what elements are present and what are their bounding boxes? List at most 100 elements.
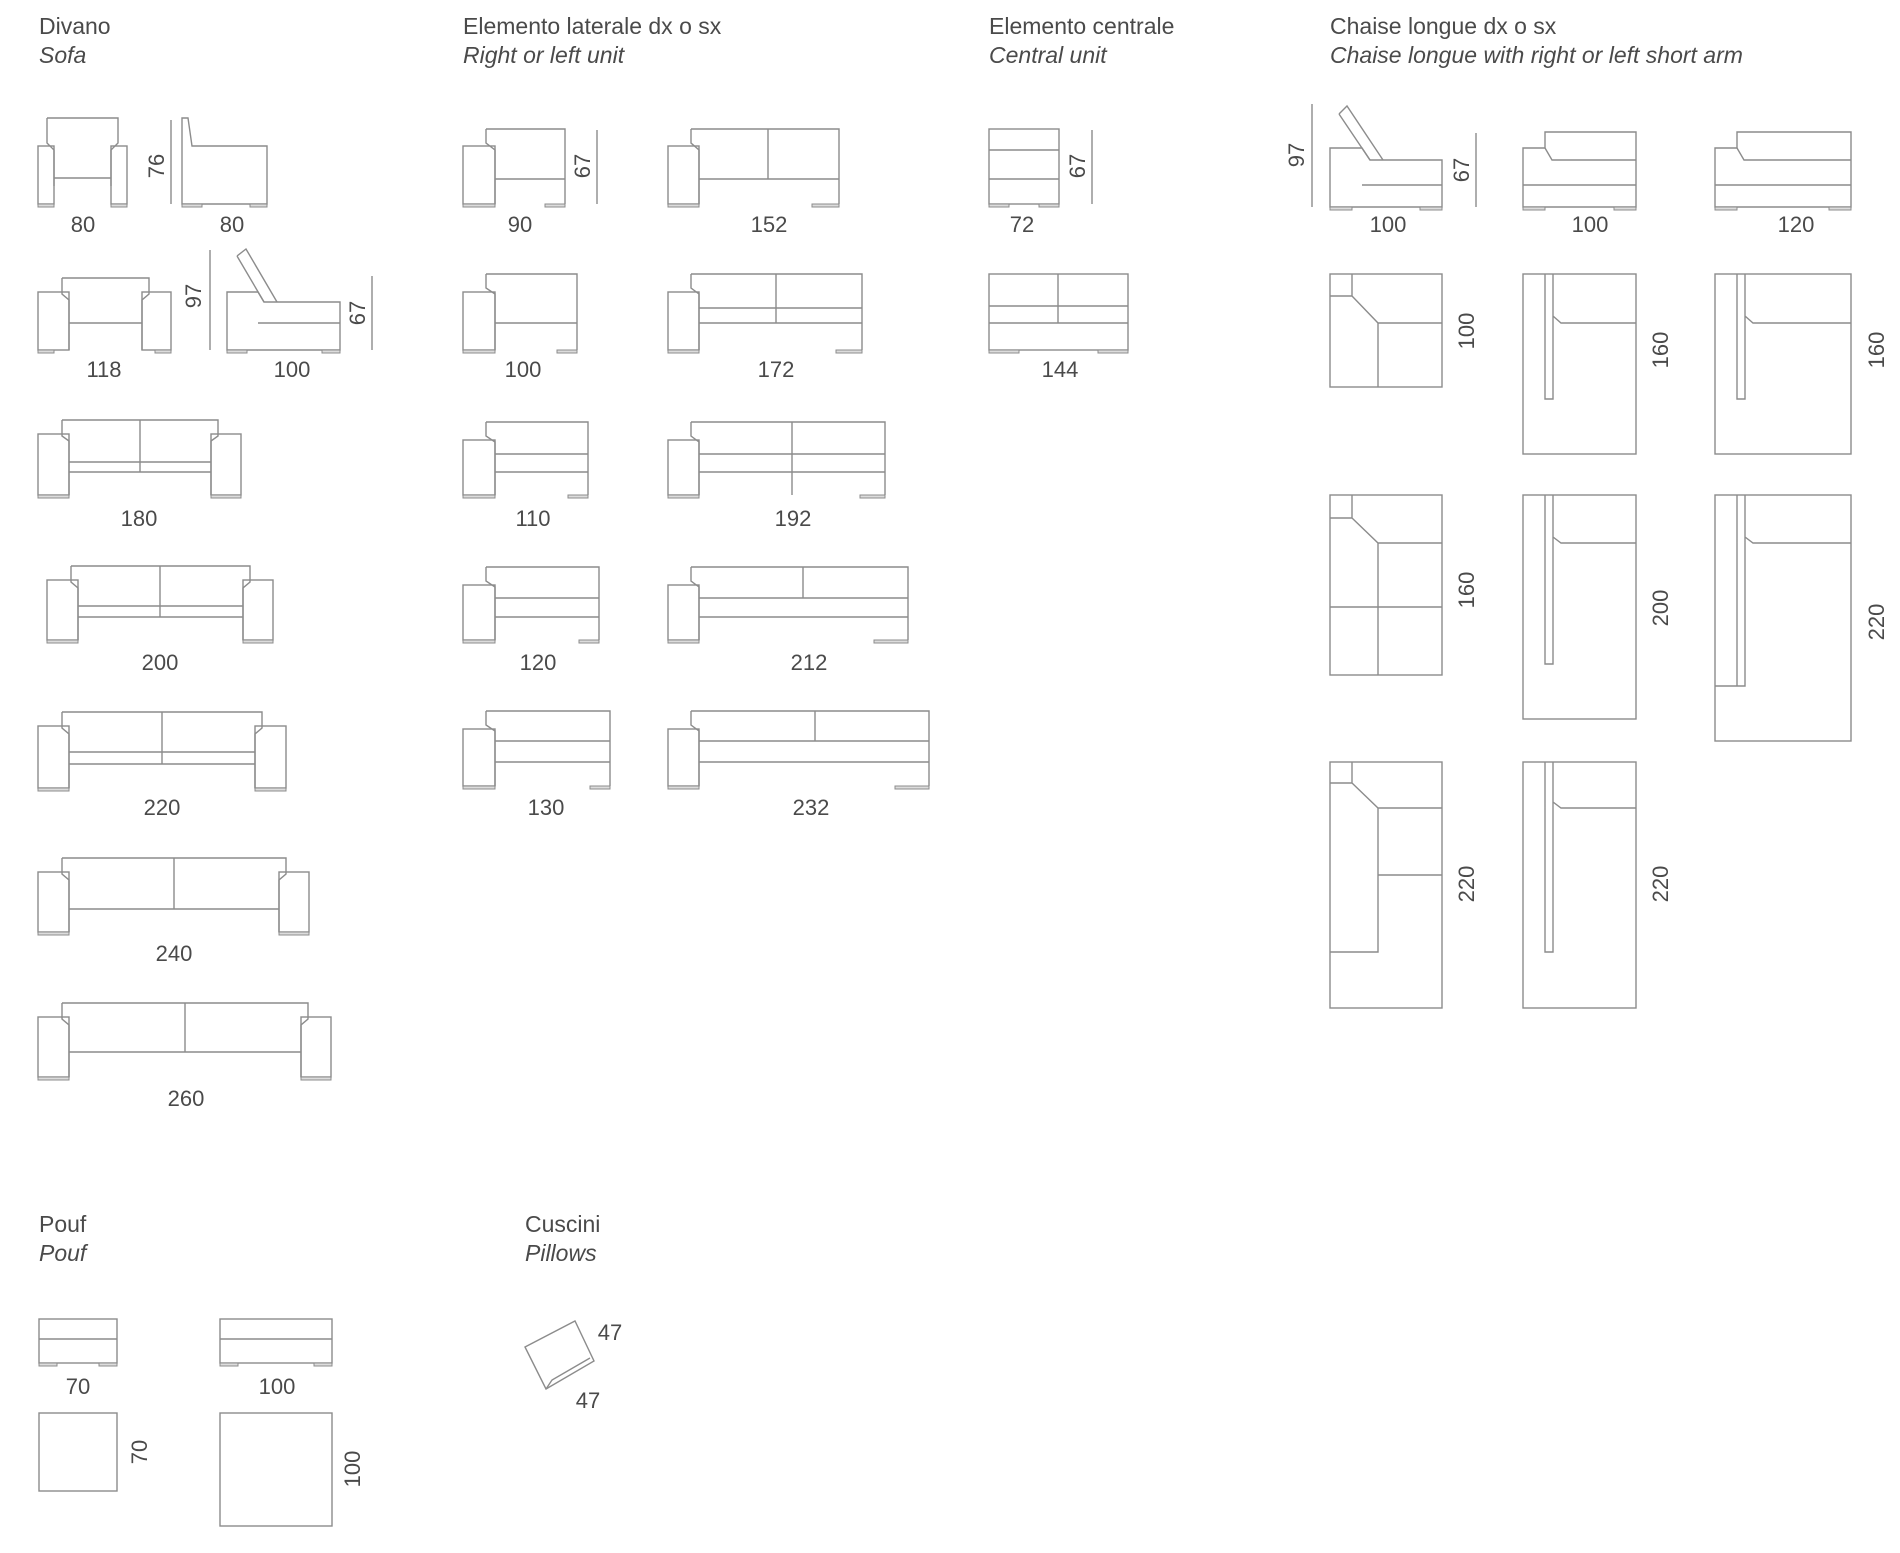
dimension-label: 70 (66, 1374, 90, 1399)
side-unit-192-drawing (667, 421, 886, 499)
chaise-plan-200-drawing (1522, 494, 1637, 720)
section-title: Pouf (39, 1211, 87, 1237)
sofa-260-drawing (37, 1002, 332, 1081)
dimension-label: 192 (775, 506, 812, 531)
dimension-label: 212 (791, 650, 828, 675)
chaise-plan-220-a-drawing (1714, 494, 1852, 742)
armchair-side-drawing (181, 117, 268, 208)
chaise-plan-100-drawing (1329, 273, 1443, 388)
dimension-label: 260 (168, 1086, 205, 1111)
side-unit-172-drawing (667, 273, 863, 354)
section-side-heading: Elemento laterale dx o sx Right or left … (463, 12, 721, 70)
dimension-label: 160 (1454, 572, 1479, 609)
section-title: Divano (39, 13, 111, 39)
chaise-plan-160-c-drawing (1329, 494, 1443, 676)
dimension-label: 67 (1065, 154, 1090, 178)
dimension-label: 172 (758, 357, 795, 382)
dimension-label: 180 (121, 506, 158, 531)
dimension-label: 120 (1778, 212, 1815, 237)
recliner-side-drawing (226, 247, 341, 354)
central-unit-72-drawing (988, 128, 1060, 208)
dimension-label: 160 (1648, 332, 1673, 369)
dimension-label: 90 (508, 212, 532, 237)
chaise-plan-160-b-drawing (1714, 273, 1852, 455)
side-unit-232-drawing (667, 710, 930, 790)
dimension-label: 118 (86, 357, 121, 382)
dimension-label: 120 (520, 650, 557, 675)
sofa-220-drawing (37, 711, 287, 792)
dimension-label: 220 (1454, 866, 1479, 903)
section-title: Elemento laterale dx o sx (463, 13, 722, 39)
section-sofa-heading: Divano Sofa (39, 12, 111, 70)
dimension-label: 220 (1864, 604, 1889, 641)
side-unit-152-drawing (667, 128, 840, 208)
dimension-label: 70 (127, 1440, 152, 1464)
section-pillows-heading: Cuscini Pillows (525, 1210, 600, 1268)
dimension-label: 72 (1010, 212, 1034, 237)
side-unit-120-drawing (462, 566, 600, 644)
chaise-plan-160-a-drawing (1522, 273, 1637, 455)
pillow-drawing (524, 1320, 595, 1390)
dimension-label: 67 (345, 301, 370, 325)
dimension-label: 220 (1648, 866, 1673, 903)
sofa-180-drawing (37, 419, 242, 499)
dimension-label: 97 (1284, 143, 1309, 167)
pouf-100-front-drawing (219, 1318, 333, 1367)
dimension-label: 76 (144, 154, 169, 178)
dimension-label: 144 (1042, 357, 1079, 382)
dimension-label: 100 (340, 1451, 365, 1488)
dimension-label: 100 (505, 357, 542, 382)
chaise-side-elevation-drawing (1329, 104, 1443, 211)
armchair-front-drawing (37, 117, 128, 208)
dimension-label: 240 (156, 941, 193, 966)
central-unit-144-drawing (988, 273, 1129, 354)
dimension-label: 47 (598, 1320, 622, 1345)
sofa-200-drawing (46, 565, 274, 644)
section-subtitle: Chaise longue with right or left short a… (1330, 42, 1743, 68)
dimension-label: 100 (259, 1374, 296, 1399)
dimension-label: 80 (71, 212, 95, 237)
dimension-label: 80 (220, 212, 244, 237)
dimension-label: 160 (1864, 332, 1889, 369)
dimension-label: 100 (1370, 212, 1407, 237)
dimension-label: 100 (274, 357, 311, 382)
dimension-label: 100 (1572, 212, 1609, 237)
chaise-front-120-drawing (1714, 131, 1852, 211)
chaise-plan-220-c-drawing (1522, 761, 1637, 1009)
section-subtitle: Pillows (525, 1240, 597, 1266)
pouf-100-plan-drawing (219, 1412, 333, 1527)
dimension-label: 47 (576, 1388, 600, 1413)
dimension-label: 110 (515, 506, 550, 531)
dimension-label: 220 (144, 795, 181, 820)
pouf-70-front-drawing (38, 1318, 118, 1367)
dimension-label: 130 (528, 795, 565, 820)
chaise-front-100-drawing (1522, 131, 1637, 211)
section-title: Elemento centrale (989, 13, 1175, 39)
side-unit-130-drawing (462, 710, 611, 790)
chaise-plan-220-b-drawing (1329, 761, 1443, 1009)
section-subtitle: Right or left unit (463, 42, 625, 68)
section-title: Cuscini (525, 1211, 601, 1237)
sofa-118-drawing (37, 277, 172, 354)
dimension-label: 200 (1648, 590, 1673, 627)
section-subtitle: Central unit (989, 42, 1107, 68)
side-unit-100-drawing (462, 273, 578, 354)
section-title: Chaise longue dx o sx (1330, 13, 1557, 39)
dimension-label: 200 (142, 650, 179, 675)
dimension-label: 152 (751, 212, 788, 237)
dimension-label: 67 (1449, 158, 1474, 182)
section-central-heading: Elemento centrale Central unit (989, 12, 1174, 70)
dimension-label: 97 (181, 284, 206, 308)
pouf-70-plan-drawing (38, 1412, 118, 1492)
side-unit-212-drawing (667, 566, 909, 644)
dimension-label: 232 (793, 795, 830, 820)
dimension-label: 67 (570, 154, 595, 178)
dimension-label: 100 (1454, 313, 1479, 350)
section-subtitle: Sofa (39, 42, 87, 68)
section-pouf-heading: Pouf Pouf (39, 1210, 86, 1268)
side-unit-110-drawing (462, 421, 589, 499)
section-subtitle: Pouf (39, 1240, 87, 1266)
side-unit-90-drawing (462, 128, 566, 208)
section-chaise-heading: Chaise longue dx o sx Chaise longue with… (1330, 12, 1743, 70)
